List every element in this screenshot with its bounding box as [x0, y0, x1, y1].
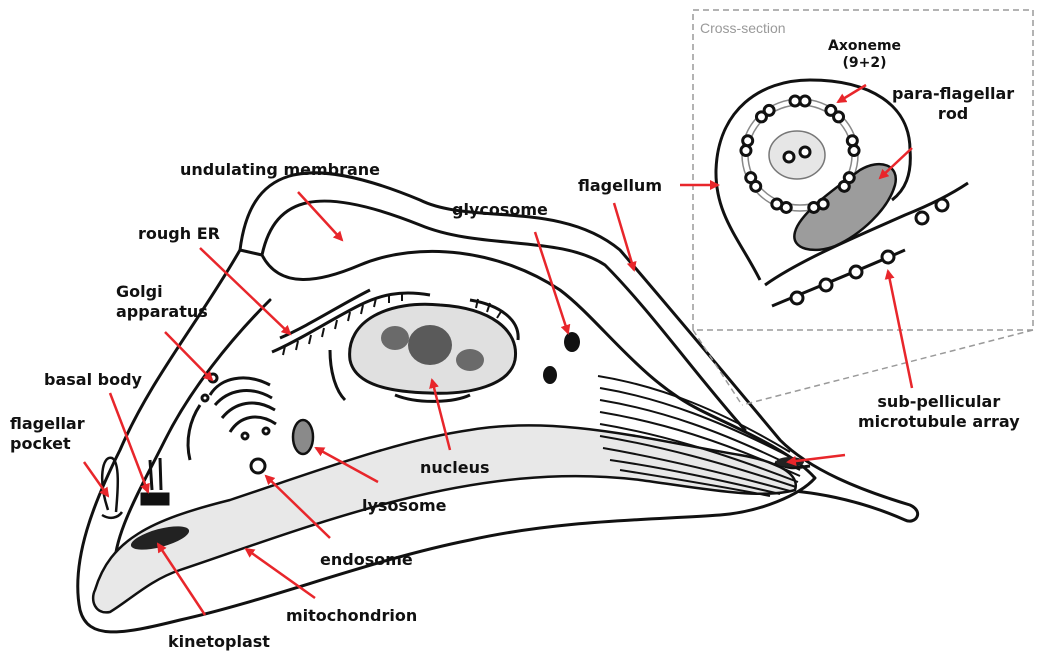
microtubule-doublet-a [847, 136, 857, 146]
label-undulating-membrane: undulating membrane [180, 160, 380, 180]
microtubule-doublet-b [746, 173, 756, 183]
microtubule-doublet-a [741, 146, 751, 156]
subpellicular-microtubule [850, 266, 862, 278]
microtubule-doublet-b [849, 146, 859, 156]
label-pfr-line1: para-flagellar [892, 84, 1014, 104]
arrow-undulating-membrane [298, 192, 342, 240]
arrow-axoneme [838, 85, 866, 102]
label-axoneme-line1: Axoneme [828, 38, 901, 55]
label-golgi-line1: Golgi [116, 282, 208, 302]
endosome-shape [251, 459, 265, 473]
label-axoneme-line2: (9+2) [828, 55, 901, 72]
subpellicular-microtubule [791, 292, 803, 304]
microtubule-doublet-b [764, 105, 774, 115]
label-pfr-line2: rod [892, 104, 1014, 124]
label-basal-body: basal body [44, 370, 142, 390]
central-pair-microtubule [784, 152, 794, 162]
inset-title: Cross-section [700, 20, 786, 36]
central-pair-microtubule [800, 147, 810, 157]
subpellicular-microtubule [882, 251, 894, 263]
microtubule-doublet-b [809, 202, 819, 212]
label-subpellicular-microtubule-array: sub-pellicular microtubule array [858, 392, 1020, 432]
subpellicular-microtubule [936, 199, 948, 211]
microtubule-doublet-b [834, 112, 844, 122]
microtubule-doublet-b [772, 199, 782, 209]
subpellicular-microtubule [820, 279, 832, 291]
microtubule-doublet-b [743, 136, 753, 146]
label-flagellar-pocket-line2: pocket [10, 434, 85, 454]
subpellicular-microtubule [916, 212, 928, 224]
label-axoneme: Axoneme (9+2) [828, 38, 901, 72]
glycosome-shape-2 [543, 366, 557, 384]
label-subpellicular-line1: sub-pellicular [858, 392, 1020, 412]
label-para-flagellar-rod: para-flagellar rod [892, 84, 1014, 124]
label-kinetoplast: kinetoplast [168, 632, 270, 652]
microtubule-doublet-b [839, 181, 849, 191]
label-lysosome: lysosome [362, 496, 446, 516]
label-golgi-line2: apparatus [116, 302, 208, 322]
label-endosome: endosome [320, 550, 413, 570]
label-nucleus: nucleus [420, 458, 490, 478]
label-mitochondrion: mitochondrion [286, 606, 417, 626]
label-rough-er: rough ER [138, 224, 220, 244]
label-flagellar-pocket: flagellar pocket [10, 414, 85, 454]
arrow-flagellum [614, 203, 634, 270]
label-subpellicular-line2: microtubule array [858, 412, 1020, 432]
label-flagellum: flagellum [578, 176, 662, 196]
glycosome-shape [564, 332, 580, 352]
label-glycosome: glycosome [452, 200, 548, 220]
microtubule-doublet-b [800, 96, 810, 106]
label-flagellar-pocket-line1: flagellar [10, 414, 85, 434]
lysosome-shape [293, 420, 313, 454]
label-golgi-apparatus: Golgi apparatus [116, 282, 208, 322]
